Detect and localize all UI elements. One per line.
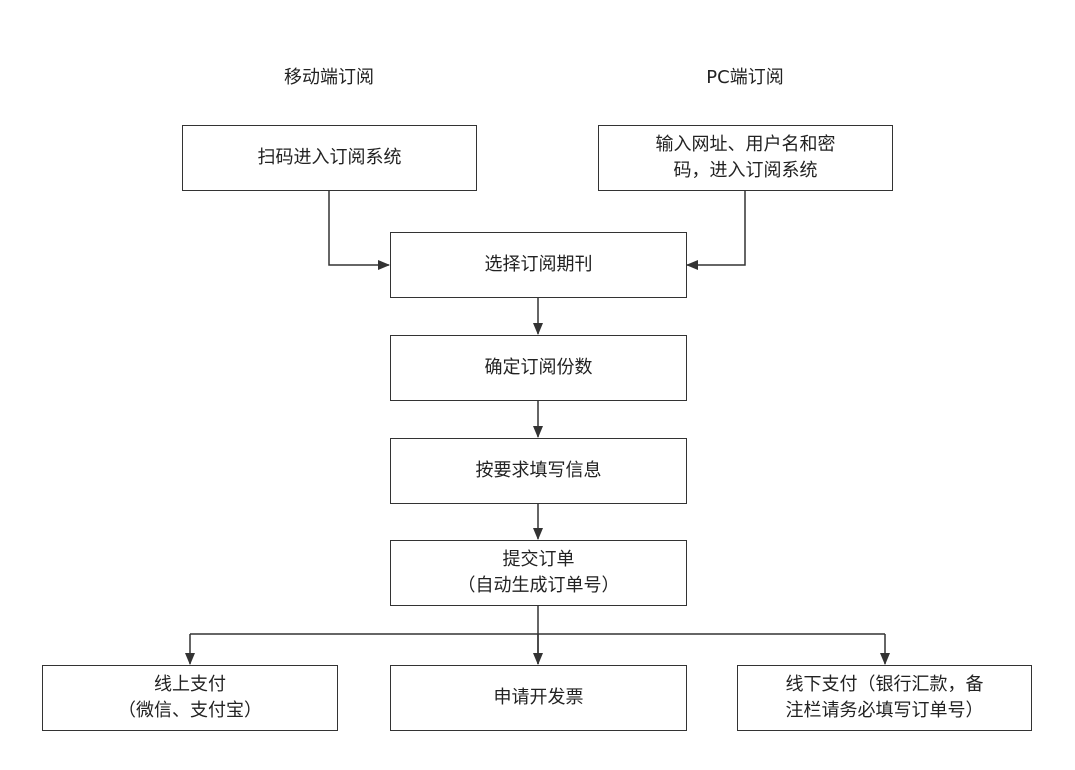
node-text: （微信、支付宝） xyxy=(118,700,262,721)
node-text: 确定订阅份数 xyxy=(484,357,593,378)
node-text: 按要求填写信息 xyxy=(475,460,602,481)
arrow-scan-to-select xyxy=(328,190,390,270)
node-text: 选择订阅期刊 xyxy=(484,254,593,275)
node-text: 申请开发票 xyxy=(493,687,584,708)
node-select: 选择订阅期刊 xyxy=(390,232,687,298)
node-online-pay: 线上支付 （微信、支付宝） xyxy=(42,665,338,731)
node-pc-login: 输入网址、用户名和密 码，进入订阅系统 xyxy=(598,125,893,191)
node-submit: 提交订单 （自动生成订单号） xyxy=(390,540,687,606)
mobile-subscription-header: 移动端订阅 xyxy=(284,67,374,88)
node-offline-pay: 线下支付（银行汇款，备 注栏请务必填写订单号） xyxy=(737,665,1032,731)
arrow-pc-to-select xyxy=(686,190,746,270)
node-text: 线下支付（银行汇款，备 xyxy=(785,674,984,695)
node-text: 扫码进入订阅系统 xyxy=(257,147,402,168)
node-scan: 扫码进入订阅系统 xyxy=(182,125,477,191)
node-fill: 按要求填写信息 xyxy=(390,438,687,504)
node-text: 码，进入订阅系统 xyxy=(673,160,818,181)
node-quantity: 确定订阅份数 xyxy=(390,335,687,401)
node-text: 线上支付 xyxy=(154,674,226,695)
node-text: 注栏请务必填写订单号） xyxy=(785,700,984,721)
node-text: 提交订单 xyxy=(502,549,575,570)
node-text: 输入网址、用户名和密 xyxy=(655,134,836,155)
pc-subscription-header: PC端订阅 xyxy=(706,67,784,88)
node-text: （自动生成订单号） xyxy=(457,575,620,596)
node-invoice: 申请开发票 xyxy=(390,665,687,731)
